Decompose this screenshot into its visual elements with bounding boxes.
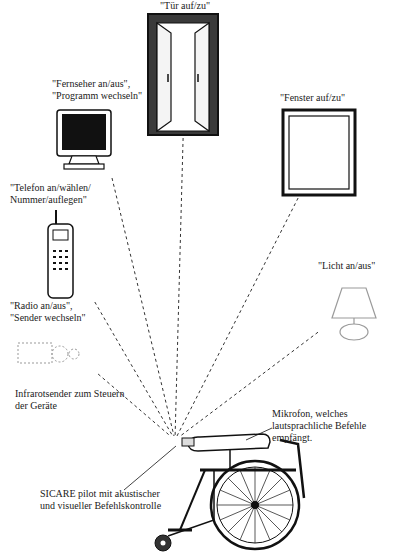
phone-drawing-part-part — [53, 256, 56, 258]
wheelchair-drawing-part-part — [220, 490, 290, 520]
wheelchair-drawing-part — [155, 535, 171, 551]
phone-drawing-part-part — [65, 256, 68, 258]
window-drawing — [283, 110, 355, 195]
phone-drawing-part-part — [53, 268, 56, 270]
phone-drawing-part — [53, 250, 68, 270]
callout-text: Infrarotsender zum Steuern der Geräte — [15, 388, 127, 412]
door-drawing-part — [195, 23, 209, 131]
wheelchair-drawing-part — [188, 434, 270, 451]
phone-drawing-part-part — [53, 250, 56, 252]
tv-monitor-drawing-part — [57, 110, 111, 156]
infrared-transmitter-node: Infrarotsender zum Steuern der GeräteMik… — [171, 436, 179, 444]
infrared-signal-line — [95, 302, 173, 436]
tv-monitor-drawing-part — [64, 164, 104, 169]
phone-drawing-part-part — [59, 250, 62, 252]
phone-drawing-part — [53, 230, 68, 240]
phone-drawing-part-part — [59, 256, 62, 258]
lamp-drawing-part — [340, 324, 368, 340]
door-node: "Tür auf/zu" — [140, 0, 230, 138]
phone-drawing-part-part — [59, 268, 62, 270]
phone-drawing — [48, 210, 73, 298]
device-label: "Fenster auf/zu" — [280, 92, 370, 104]
door-drawing-part — [157, 23, 209, 131]
wheelchair-drawing-part — [217, 467, 293, 543]
wheelchair-drawing-part — [217, 467, 293, 543]
door-drawing-part — [167, 74, 169, 82]
door-drawing — [148, 14, 218, 135]
radio-drawing-part — [52, 346, 68, 362]
radio-drawing — [18, 343, 79, 363]
callout-text: Mikrofon, welches lautsprachliche Befehl… — [272, 408, 398, 444]
leader-line — [124, 428, 272, 490]
phone-drawing-part-part — [65, 250, 68, 252]
leader-line-part — [124, 446, 176, 490]
wheelchair-drawing-part — [180, 470, 205, 530]
wheelchair-drawing-part — [182, 438, 194, 446]
infrared-signal-line — [177, 198, 298, 436]
tv-monitor-drawing-part — [62, 114, 106, 150]
radio-node: "Radio an/aus", "Sender wechseln" — [10, 300, 100, 374]
window-node: "Fenster auf/zu" — [280, 92, 370, 198]
phone-drawing-part-part — [65, 268, 68, 270]
tv-node: "Fernseher an/aus", "Programm wechseln" — [52, 78, 148, 178]
leader-line-part — [246, 428, 272, 440]
device-label: "Licht an/aus" — [318, 260, 398, 272]
phone-drawing-part-part — [59, 262, 62, 264]
tv-monitor-drawing — [57, 110, 111, 169]
device-label: "Telefon an/wählen/ Nummer/auflegen" — [10, 182, 110, 206]
phone-node: "Telefon an/wählen/ Nummer/auflegen" — [10, 182, 110, 302]
lamp-node: "Licht an/aus" — [318, 260, 398, 344]
wheelchair-drawing-part — [161, 541, 166, 546]
window-drawing-part — [283, 110, 355, 195]
radio-drawing-part — [69, 349, 79, 359]
wheelchair-drawing-part — [229, 450, 231, 470]
device-label: "Tür auf/zu" — [140, 0, 230, 12]
device-label: "Fernseher an/aus", "Programm wechseln" — [52, 78, 148, 102]
phone-drawing-part-part — [65, 262, 68, 264]
lamp-drawing-part — [332, 288, 376, 318]
callout-text: SICARE pilot mit akustischer und visuell… — [40, 488, 174, 512]
wheelchair-drawing-part-part — [220, 490, 290, 520]
device-label: "Radio an/aus", "Sender wechseln" — [10, 300, 100, 324]
phone-drawing-part-part — [53, 262, 56, 264]
infrared-signal-line — [175, 138, 183, 436]
door-drawing-part — [197, 74, 199, 82]
door-drawing-part — [148, 14, 218, 135]
wheelchair-drawing-part — [211, 461, 299, 549]
wheelchair-drawing-part — [168, 470, 214, 536]
tv-monitor-drawing-part — [69, 156, 99, 164]
radio-drawing-part — [18, 343, 52, 363]
infrared-signal-line — [98, 374, 171, 437]
lamp-drawing — [332, 288, 376, 340]
wheelchair-drawing — [155, 434, 304, 551]
window-drawing-part — [289, 116, 349, 189]
door-drawing-part — [157, 23, 171, 131]
phone-drawing-part — [48, 224, 73, 298]
